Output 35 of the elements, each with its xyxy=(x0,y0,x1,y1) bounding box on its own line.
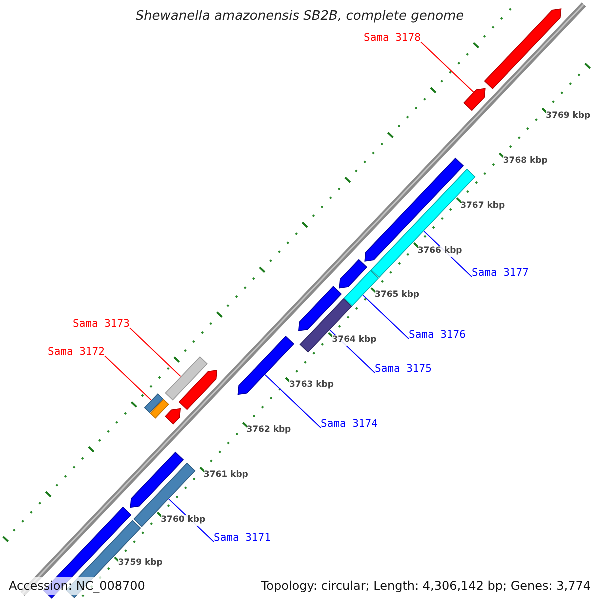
tick-label: 3762 kbp xyxy=(246,425,292,436)
leader-line xyxy=(362,294,410,340)
gene-label: Sama_3172 xyxy=(48,346,105,359)
gene-block xyxy=(178,370,218,410)
leader-line xyxy=(264,374,322,428)
gene-label: Sama_3178 xyxy=(364,32,421,45)
gene-block xyxy=(484,8,562,90)
gene-block xyxy=(339,259,368,289)
gene-bar xyxy=(165,356,208,401)
tick-label: 3763 kbp xyxy=(289,380,334,392)
gene-block xyxy=(130,452,184,508)
gene-label: Sama_3177 xyxy=(472,267,529,280)
tick-label: 3759 kbp xyxy=(118,558,163,569)
gene-block xyxy=(298,286,342,332)
tick-label: 3761 kbp xyxy=(204,470,248,481)
gene-bar xyxy=(150,399,170,419)
gene-label: Sama_3173 xyxy=(73,318,130,331)
gene-label: Sama_3171 xyxy=(214,532,271,545)
tick-label: 3765 kbp xyxy=(375,290,420,302)
gene-block xyxy=(164,408,182,425)
tick-label: 3769 kbp xyxy=(546,110,591,122)
map-title: Shewanella amazonensis SB2B, complete genome xyxy=(134,9,466,24)
tick-label: 3767 kbp xyxy=(460,200,506,212)
tick-label: 3764 kbp xyxy=(332,335,377,346)
leader-line xyxy=(104,356,152,401)
gene-bar xyxy=(144,394,164,414)
gene-label: Sama_3174 xyxy=(321,418,378,431)
tick-label: 3760 kbp xyxy=(161,514,206,526)
gene-label: Sama_3175 xyxy=(375,363,432,376)
gene-block xyxy=(464,88,486,112)
gene-label: Sama_3176 xyxy=(409,329,466,342)
leader-line xyxy=(420,42,474,93)
tick-label: 3766 kbp xyxy=(418,246,462,257)
leader-line xyxy=(129,328,182,378)
tick-label: 3768 kbp xyxy=(503,156,548,167)
